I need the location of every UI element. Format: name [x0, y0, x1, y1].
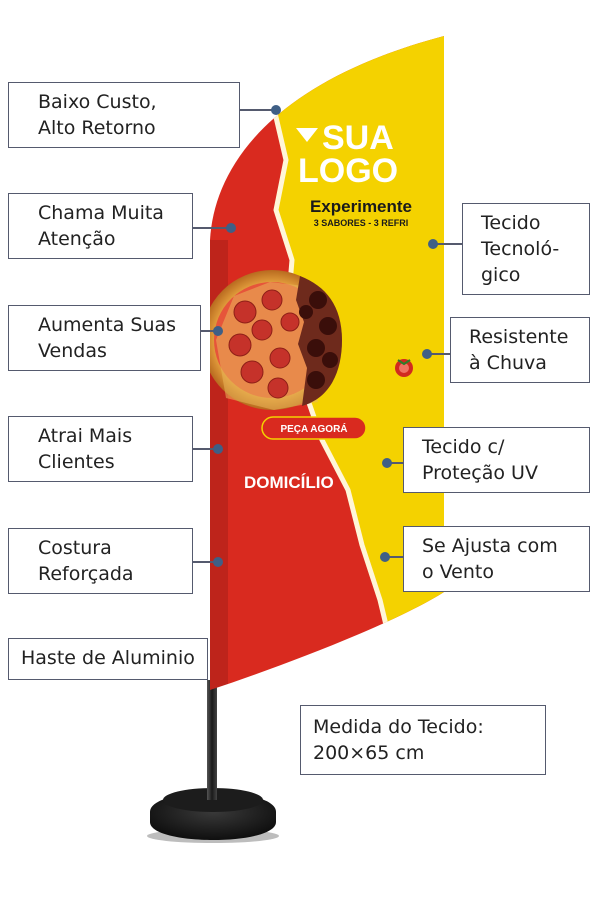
callout-sales-line1: Aumenta Suas [38, 314, 177, 336]
callout-seam-line2: Reforçada [38, 563, 134, 585]
callout-attention-line1: Chama Muita [38, 202, 164, 224]
callout-wind-line2: o Vento [422, 561, 494, 583]
marker-dot-wind [380, 552, 390, 562]
marker-dot-sales [213, 326, 223, 336]
callout-uv: Tecido c/ Proteção UV [403, 427, 590, 493]
marker-dot-uv [382, 458, 392, 468]
connector-customers [193, 448, 218, 450]
callout-rain-line1: Resistente [469, 326, 569, 348]
pepperoni [228, 289, 300, 399]
callout-sales: Aumenta Suas Vendas [8, 305, 201, 371]
flag-cta: PEÇA AGORÁ [280, 422, 347, 435]
connector-uv [387, 462, 403, 464]
callout-uv-line2: Proteção UV [422, 462, 538, 484]
callout-tech-fabric-line3: gico [481, 264, 521, 286]
flag-logo-line1: SUA [322, 119, 394, 157]
callout-customers-line1: Atrai Mais [38, 425, 133, 447]
callout-rain-line2: à Chuva [469, 352, 547, 374]
marker-dot-seam [213, 557, 223, 567]
callout-tech-fabric-line1: Tecido [481, 212, 541, 234]
fabric-size-line2: 200×65 cm [313, 742, 425, 764]
callout-sales-line2: Vendas [38, 340, 107, 362]
flag-headline: Experimente [310, 197, 412, 216]
connector-low-cost [240, 109, 276, 111]
callout-wind: Se Ajusta com o Vento [403, 526, 590, 592]
fabric-size-line1: Medida do Tecido: [313, 716, 484, 738]
fabric-size-label: Medida do Tecido: 200×65 cm [300, 705, 546, 775]
callout-customers-line2: Clientes [38, 451, 115, 473]
callout-low-cost-line1: Baixo Custo, [38, 91, 157, 113]
connector-tech-fabric [433, 243, 462, 245]
callout-uv-line1: Tecido c/ [422, 436, 505, 458]
marker-dot-tech-fabric [428, 239, 438, 249]
callout-low-cost-line2: Alto Retorno [38, 117, 156, 139]
dark-toppings [299, 291, 338, 389]
connector-seam [193, 561, 218, 563]
callout-wind-line1: Se Ajusta com [422, 535, 558, 557]
callout-pole: Haste de Aluminio [8, 638, 208, 680]
flag-subline: 3 SABORES - 3 REFRI [314, 218, 409, 228]
callout-seam: Costura Reforçada [8, 528, 193, 594]
connector-sales [201, 330, 218, 332]
connector-wind [385, 556, 403, 558]
cta-pill [261, 416, 367, 440]
marker-dot-rain [422, 349, 432, 359]
callout-seam-line1: Costura [38, 537, 112, 559]
aluminium-pole [207, 680, 217, 800]
tomato [395, 359, 413, 377]
connector-attention [193, 227, 231, 229]
callout-tech-fabric-line2: Tecnoló- [481, 238, 560, 260]
callout-tech-fabric: Tecido Tecnoló- gico [462, 203, 590, 295]
marker-dot-attention [226, 223, 236, 233]
connector-rain [427, 353, 450, 355]
flag-logo-line2: LOGO [298, 152, 398, 190]
flag-delivery: DOMICÍLIO [244, 473, 334, 492]
callout-rain: Resistente à Chuva [450, 317, 590, 383]
callout-customers: Atrai Mais Clientes [8, 416, 193, 482]
callout-attention: Chama Muita Atenção [8, 193, 193, 259]
callout-low-cost: Baixo Custo, Alto Retorno [8, 82, 240, 148]
callout-attention-line2: Atenção [38, 228, 116, 250]
callout-pole-line1: Haste de Aluminio [21, 647, 195, 669]
marker-dot-low-cost [271, 105, 281, 115]
marker-dot-customers [213, 444, 223, 454]
logo-mark-icon [296, 128, 318, 142]
